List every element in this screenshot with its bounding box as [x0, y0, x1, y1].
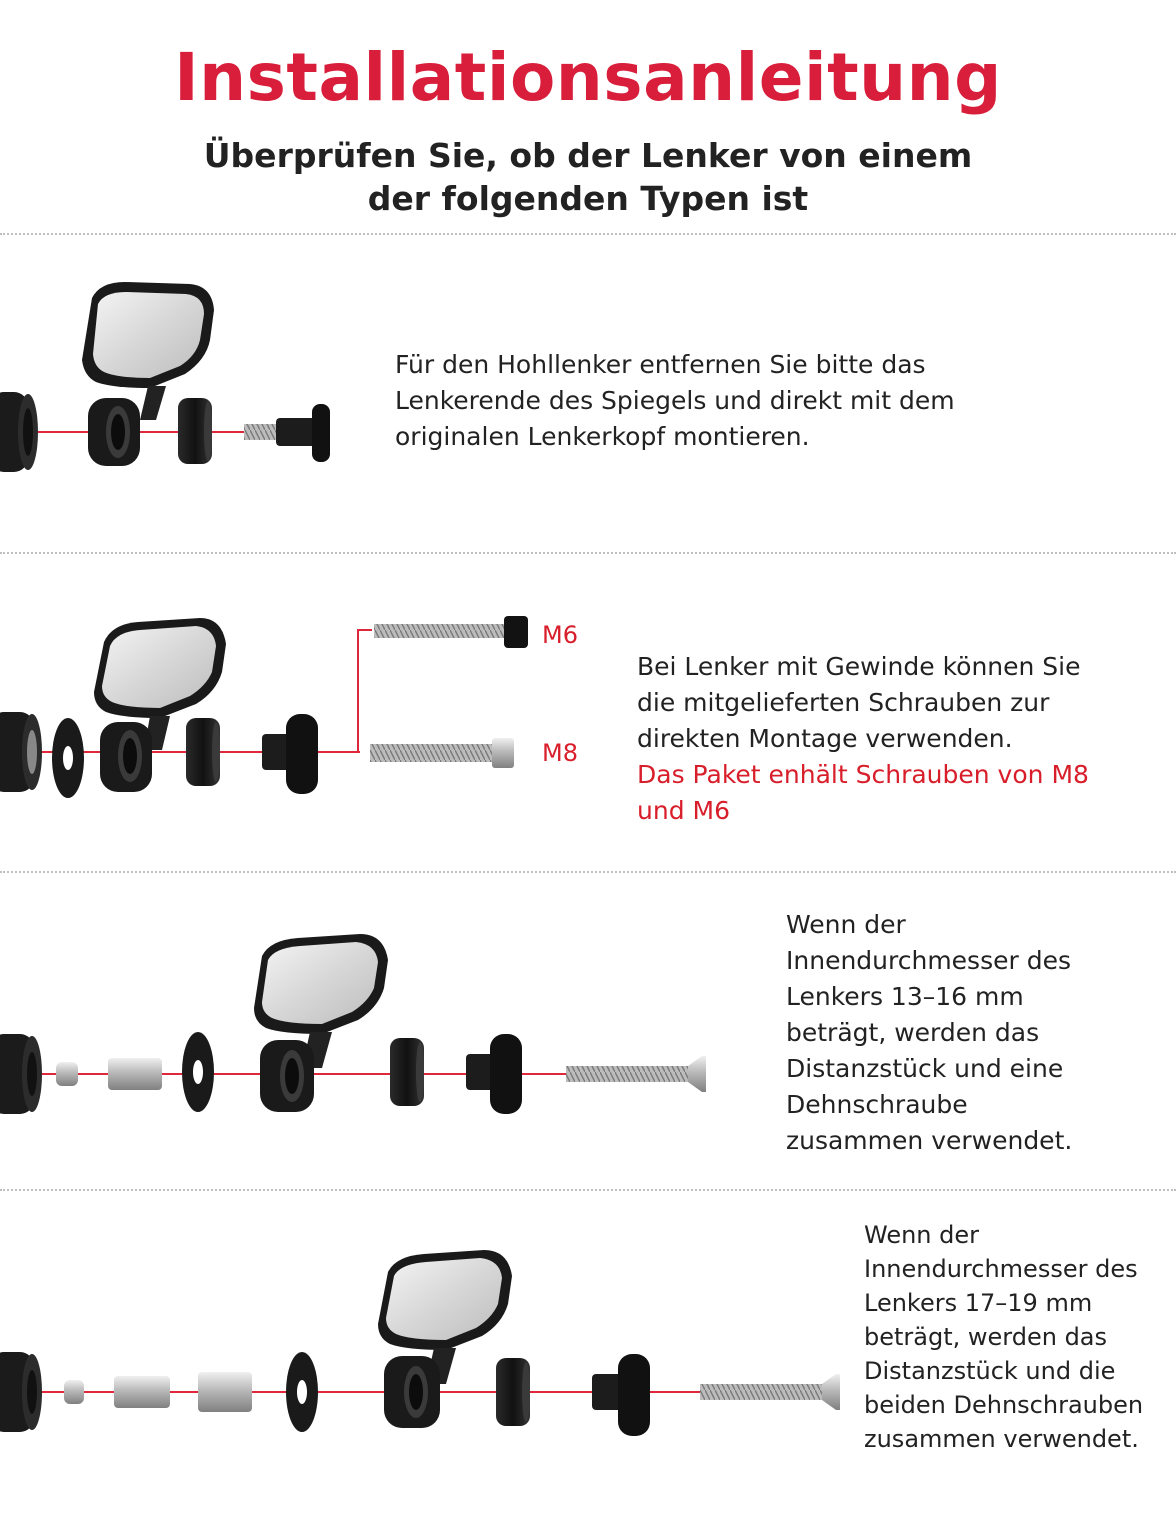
- divider: [0, 871, 1176, 873]
- screw-label-m6: M6: [542, 621, 578, 649]
- washer: [182, 1032, 214, 1112]
- washer: [52, 718, 84, 798]
- text-line: Wenn der: [864, 1221, 980, 1249]
- mount-ring: [88, 398, 140, 466]
- text-line: Distanzstück und die: [864, 1357, 1116, 1385]
- text-line: Distanzstück und eine: [786, 1054, 1064, 1083]
- text-line: direkten Montage verwenden.: [637, 724, 1013, 753]
- bar-end-cap: [466, 1034, 522, 1114]
- section-2-text: Bei Lenker mit Gewinde können Sie die mi…: [637, 649, 1089, 829]
- subtitle-line: Überprüfen Sie, ob der Lenker von einem: [203, 136, 973, 175]
- screw-m8: [370, 738, 514, 768]
- section-1-text: Für den Hohllenker entfernen Sie bitte d…: [395, 347, 955, 455]
- text-line: originalen Lenkerkopf montieren.: [395, 422, 810, 451]
- spacer-ring: [178, 398, 212, 464]
- bar-end-cap: [592, 1354, 650, 1436]
- countersunk-screw: [566, 1056, 706, 1092]
- distance-sleeve-large: [198, 1372, 252, 1412]
- text-line: Wenn der: [786, 910, 906, 939]
- section-4-text: Wenn der Innendurchmesser des Lenkers 17…: [864, 1218, 1143, 1456]
- distance-sleeve: [114, 1376, 170, 1408]
- text-line: Lenkerende des Spiegels und direkt mit d…: [395, 386, 955, 415]
- mount-ring: [260, 1040, 314, 1112]
- section-2-illustration: [0, 616, 528, 798]
- bar-end-cap: [262, 714, 318, 794]
- text-line: Lenkers 17–19 mm: [864, 1289, 1093, 1317]
- text-line: zusammen verwendet.: [786, 1126, 1073, 1155]
- mount-ring: [100, 722, 152, 792]
- section-4-illustration: [0, 1250, 840, 1436]
- screw-label-m8: M8: [542, 739, 578, 767]
- subtitle-line: der folgenden Typen ist: [367, 179, 809, 218]
- divider: [0, 1189, 1176, 1191]
- countersunk-screw: [700, 1374, 840, 1410]
- section-3-text: Wenn der Innendurchmesser des Lenkers 13…: [786, 907, 1072, 1159]
- text-line: Dehnschraube: [786, 1090, 968, 1119]
- text-line: beträgt, werden das: [786, 1018, 1040, 1047]
- text-line: zusammen verwendet.: [864, 1425, 1139, 1453]
- text-line: Innendurchmesser des: [864, 1255, 1138, 1283]
- bar-end-cap: [244, 404, 330, 462]
- section-3-illustration: [0, 934, 706, 1114]
- washer: [286, 1352, 318, 1432]
- text-line: Innendurchmesser des: [786, 946, 1071, 975]
- text-line: beträgt, werden das: [864, 1323, 1108, 1351]
- spacer-ring: [390, 1038, 424, 1106]
- spacer-ring: [186, 718, 220, 786]
- handlebar-end: [0, 1034, 42, 1114]
- text-line: beiden Dehnschrauben: [864, 1391, 1144, 1419]
- mirror: [378, 1250, 512, 1384]
- mirror: [254, 934, 388, 1068]
- divider: [0, 552, 1176, 554]
- handlebar-end: [0, 712, 42, 792]
- bracket-line: [357, 629, 372, 752]
- page-subtitle: Überprüfen Sie, ob der Lenker von einem …: [0, 134, 1176, 220]
- section-1-illustration: [0, 282, 330, 472]
- text-line: Für den Hohllenker entfernen Sie bitte d…: [395, 350, 926, 379]
- handlebar-end: [0, 392, 38, 472]
- distance-sleeve: [108, 1058, 162, 1090]
- text-line: Lenkers 13–16 mm: [786, 982, 1024, 1011]
- text-line: Bei Lenker mit Gewinde können Sie: [637, 652, 1081, 681]
- page-title: Installationsanleitung: [174, 39, 1002, 116]
- mount-ring: [384, 1356, 440, 1428]
- highlight-line: Das Paket enhält Schrauben von M8: [637, 760, 1089, 789]
- expansion-nut: [64, 1380, 84, 1404]
- handlebar-end: [0, 1352, 42, 1432]
- divider: [0, 233, 1176, 235]
- expansion-nut: [56, 1062, 78, 1086]
- screw-m6: [374, 616, 528, 648]
- spacer-ring: [496, 1358, 530, 1426]
- highlight-line: und M6: [637, 796, 730, 825]
- mirror: [82, 282, 214, 420]
- text-line: die mitgelieferten Schrauben zur: [637, 688, 1050, 717]
